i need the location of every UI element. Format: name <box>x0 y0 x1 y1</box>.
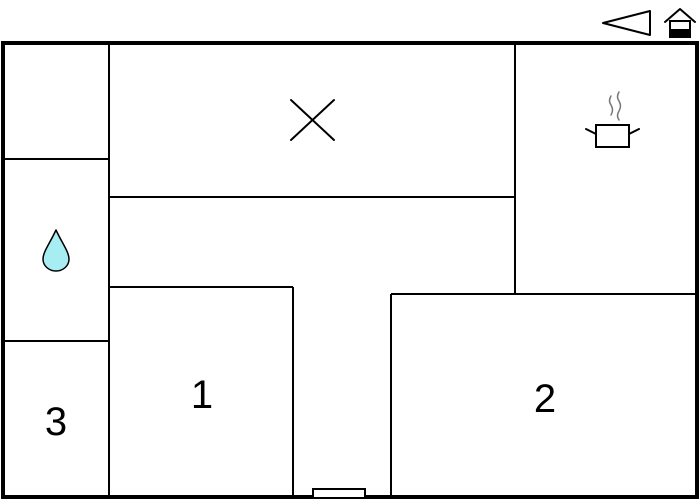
room-2-label: 2 <box>534 377 556 421</box>
cross-icon <box>290 99 335 141</box>
cooking-pot-icon <box>585 91 640 148</box>
water-drop-icon <box>42 229 70 272</box>
room-3-label: 3 <box>45 400 67 444</box>
interior-walls <box>3 43 697 497</box>
room-1-label: 1 <box>191 373 213 417</box>
entrance-door <box>312 488 366 499</box>
outer-wall <box>1 41 699 499</box>
compass-arrow-icon <box>602 10 651 36</box>
house-icon <box>664 8 696 38</box>
